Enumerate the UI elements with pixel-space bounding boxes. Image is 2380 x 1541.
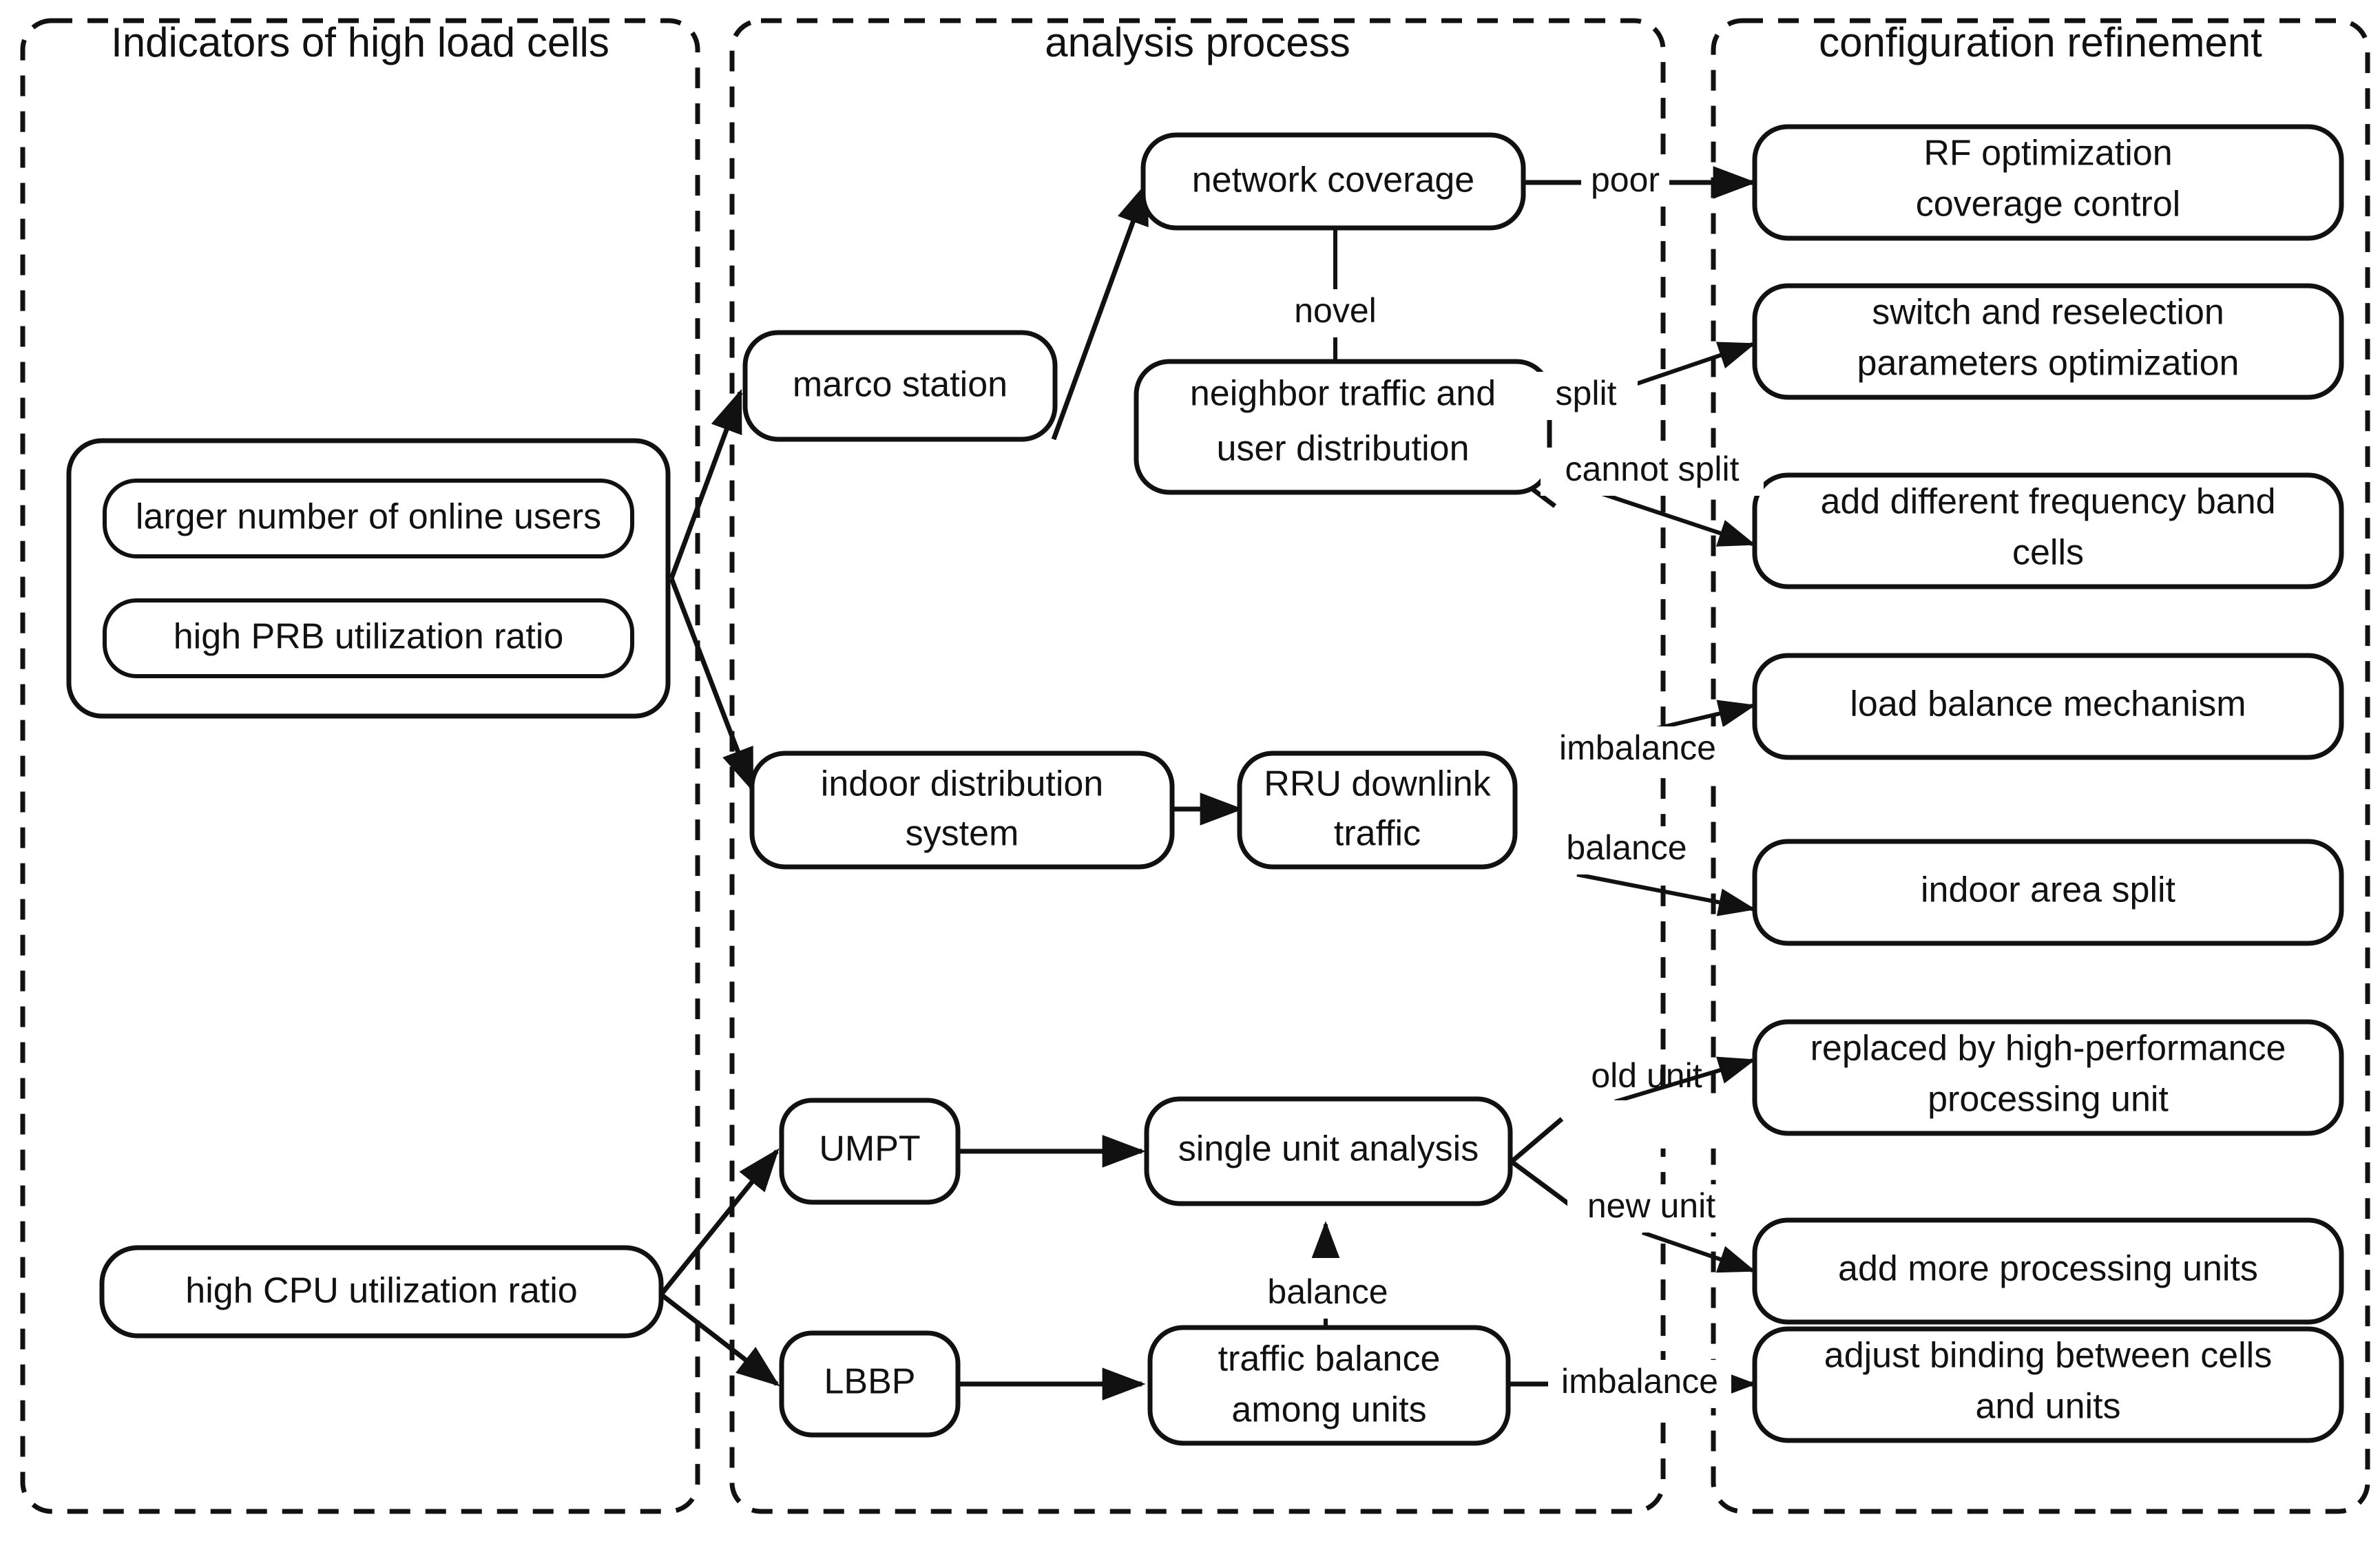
edge-label-split-bg: [1534, 372, 1638, 420]
node-rf-optimization[interactable]: [1752, 124, 2344, 241]
node-traffic-balance[interactable]: [1147, 1325, 1511, 1446]
group-analysis: analysis process: [729, 18, 1666, 1514]
edge-label-imbalance-tb-text: imbalance: [1561, 1362, 1718, 1401]
node-switch-reselect-label-line1: switch and reselection: [1872, 293, 2224, 333]
node-switch-reselect[interactable]: [1752, 283, 2344, 400]
edge-label-cannot-split: cannot split: [1541, 448, 1764, 496]
node-lbbp-label: LBBP: [824, 1362, 916, 1402]
node-single-unit-label: single unit analysis: [1178, 1129, 1479, 1169]
node-umpt-label: UMPT: [819, 1129, 920, 1169]
node-cpu-ratio[interactable]: [99, 1245, 664, 1339]
node-adjust-binding-label-line2: and units: [1975, 1387, 2120, 1427]
node-online-users-label: larger number of online users: [136, 497, 601, 537]
node-rru-downlink-label-line2: traffic: [1334, 814, 1421, 854]
node-lbbp[interactable]: [779, 1330, 961, 1438]
node-indoor-split[interactable]: [1752, 839, 2344, 946]
node-network-coverage-label: network coverage: [1192, 160, 1474, 200]
node-replace-unit[interactable]: [1752, 1019, 2344, 1136]
node-neighbor-traffic-label-line1: neighbor traffic and: [1190, 374, 1496, 414]
edge-indicators-to-marco: [669, 388, 743, 580]
edge-label-split: split: [1534, 372, 1638, 420]
node-prb-ratio[interactable]: [103, 598, 634, 678]
node-replace-unit-label-line1: replaced by high-performance: [1810, 1029, 2286, 1069]
group-analysis-border: [729, 18, 1666, 1514]
edge-newunit-to-addunits: [1642, 1230, 1756, 1273]
node-add-units[interactable]: [1752, 1217, 2344, 1325]
node-adjust-binding[interactable]: [1752, 1326, 2344, 1443]
node-load-balance[interactable]: [1752, 653, 2344, 760]
edge-label-cannot-split-text: cannot split: [1565, 450, 1740, 488]
edge-label-imbalance-rru: imbalance: [1546, 726, 1729, 775]
edge-label-novel: novel: [1271, 289, 1400, 337]
node-indoor-dist[interactable]: [749, 751, 1175, 870]
edge-label-balance-rru: balance: [1551, 826, 1702, 874]
group-indicators: Indicators of high load cells: [20, 18, 700, 1514]
node-online-users[interactable]: [103, 479, 634, 558]
node-traffic-balance-label-line1: traffic balance: [1218, 1339, 1441, 1379]
node-umpt[interactable]: [779, 1098, 961, 1205]
edge-label-new-unit: new unit: [1567, 1184, 1735, 1233]
indicators-outer-node: larger number of online users high PRB u…: [66, 438, 671, 719]
group-indicators-border: [20, 18, 700, 1514]
node-single-unit[interactable]: [1144, 1096, 1513, 1206]
edge-cpu-to-lbbp: [659, 1292, 780, 1387]
node-rf-optimization-label-line2: coverage control: [1916, 185, 2180, 224]
edge-label-imbalance-tb: imbalance: [1548, 1360, 1731, 1408]
node-add-freq-band-label-line1: add different frequency band: [1820, 482, 2275, 522]
edge-label-new-unit-bg: [1567, 1184, 1735, 1233]
node-replace-unit-label-line2: processing unit: [1928, 1080, 2169, 1120]
node-load-balance-label: load balance mechanism: [1850, 684, 2246, 724]
edge-oldunit-to-replace: [1614, 1056, 1756, 1104]
edge-balance-to-indoorsplit: [1576, 872, 1756, 916]
node-switch-reselect-label-line2: parameters optimization: [1857, 344, 2240, 384]
edge-label-poor: poor: [1581, 158, 1669, 207]
edge-label-imbalance-rru-text: imbalance: [1559, 728, 1716, 767]
group-analysis-title: analysis process: [1045, 19, 1350, 65]
group-refinement-title: configuration refinement: [1819, 19, 2262, 65]
node-marco-station-label: marco station: [793, 365, 1008, 405]
edge-single-fork-up: [1510, 1117, 1564, 1164]
node-add-freq-band[interactable]: [1752, 472, 2344, 589]
edge-label-cannot-split-bg: [1541, 448, 1764, 496]
edge-label-imbalance-rru-bg: [1546, 726, 1729, 775]
node-cpu-ratio-label: high CPU utilization ratio: [185, 1271, 577, 1311]
edge-label-old-unit-bg: [1567, 1100, 1726, 1149]
node-add-units-label: add more processing units: [1838, 1249, 2258, 1289]
node-prb-ratio-label: high PRB utilization ratio: [174, 617, 564, 657]
edge-label-old-unit-text: old unit: [1591, 1056, 1702, 1095]
node-marco-station[interactable]: [742, 330, 1058, 442]
node-network-coverage[interactable]: [1140, 132, 1526, 231]
group-indicators-title: Indicators of high load cells: [111, 19, 609, 65]
edge-cpu-to-umpt: [659, 1148, 780, 1297]
edge-single-fork-down: [1510, 1160, 1572, 1207]
node-rru-downlink[interactable]: [1237, 751, 1518, 870]
edge-label-poor-text: poor: [1591, 160, 1660, 199]
edge-label-balance-rru-bg: [1551, 826, 1702, 874]
edge-label-balance-unit-text: balance: [1267, 1272, 1388, 1311]
edge-label-new-unit-text: new unit: [1587, 1186, 1715, 1225]
node-add-freq-band-label-line2: cells: [2012, 533, 2084, 573]
edge-label-poor-bg: [1581, 158, 1669, 207]
node-adjust-binding-label-line1: adjust binding between cells: [1824, 1336, 2272, 1376]
edge-label-balance-unit-bg: [1253, 1270, 1402, 1319]
edge-marco-to-coverage: [1051, 180, 1149, 441]
node-indoor-dist-label-line2: system: [906, 814, 1019, 854]
edge-label-balance-rru-text: balance: [1566, 828, 1687, 867]
edge-cannotsplit-to-freqband: [1597, 490, 1756, 547]
node-rru-downlink-label-line1: RRU downlink: [1264, 764, 1491, 804]
edge-label-old-unit: old unit: [1567, 1056, 1726, 1149]
edge-label-novel-bg: [1271, 289, 1400, 337]
node-indoor-dist-label-line1: indoor distribution: [821, 764, 1103, 804]
edge-label-split-text: split: [1556, 374, 1617, 412]
node-neighbor-traffic-label-line2: user distribution: [1216, 429, 1469, 469]
edge-label-imbalance-tb-bg: [1548, 1360, 1731, 1408]
node-rf-optimization-label-line1: RF optimization: [1923, 134, 2172, 174]
edge-indicators-to-indoor: [669, 577, 755, 793]
edge-label-balance-unit: balance: [1253, 1270, 1402, 1319]
node-neighbor-traffic[interactable]: [1134, 359, 1552, 495]
edge-label-novel-text: novel: [1294, 291, 1377, 330]
node-indoor-split-label: indoor area split: [1921, 870, 2176, 910]
node-traffic-balance-label-line2: among units: [1231, 1390, 1426, 1430]
